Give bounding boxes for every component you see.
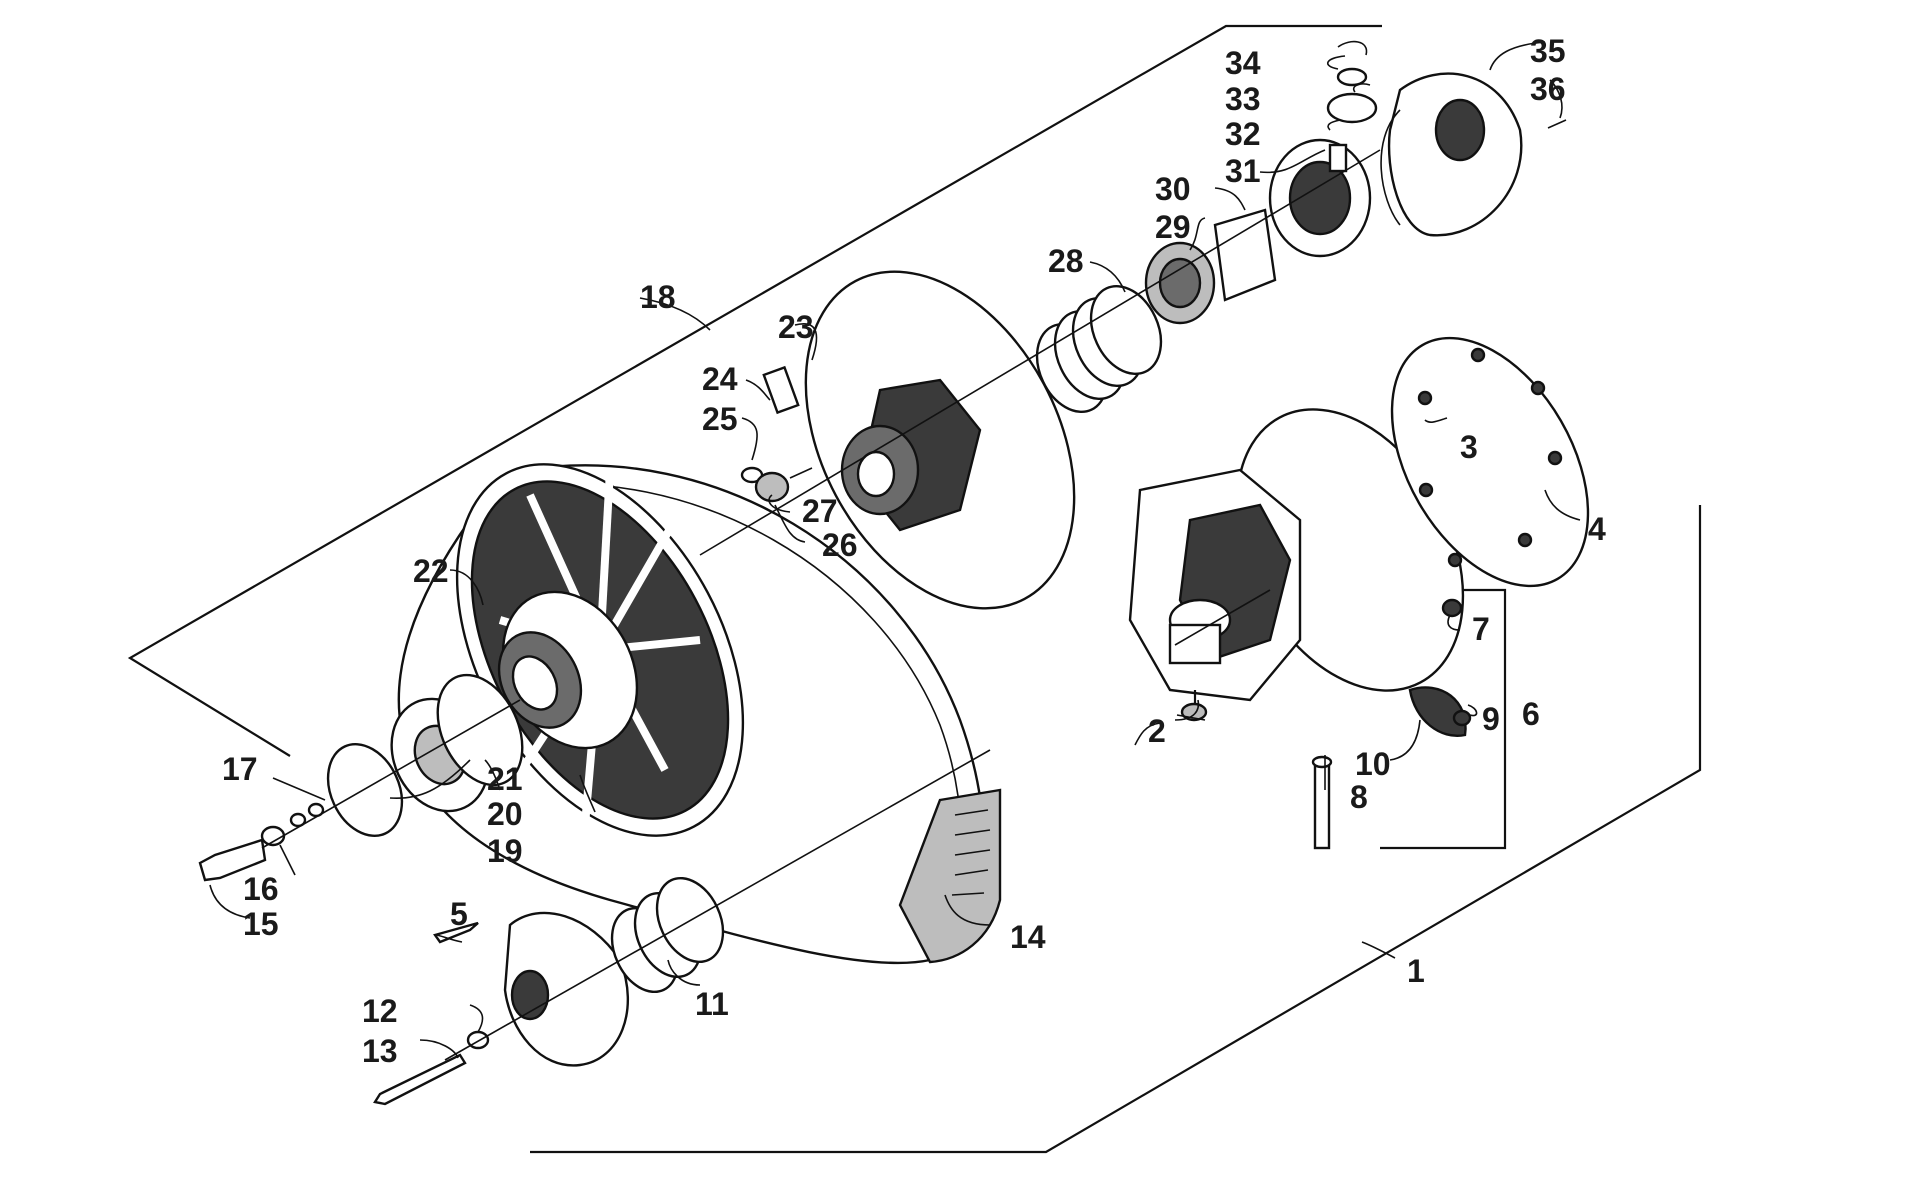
callout-10: 10 [1355,746,1391,782]
callout-36: 36 [1530,71,1566,107]
axis-lines [261,149,1381,1061]
callout-21: 21 [487,761,523,797]
callout-8: 8 [1350,779,1368,815]
callout-18: 18 [640,279,676,315]
callout-3: 3 [1460,429,1478,465]
callout-31: 31 [1225,153,1261,189]
cam-bearing [1144,40,1378,325]
group-brackets [127,24,1702,1154]
callout-labels: 1 2 3 4 5 6 7 8 9 10 11 12 13 14 15 16 1… [222,33,1606,1069]
callout-20: 20 [487,796,523,832]
callout-9: 9 [1482,701,1500,737]
callout-leaders [209,41,1581,1059]
driven-movable-sheave [804,270,1076,610]
callout-4: 4 [1588,511,1606,547]
callout-13: 13 [362,1033,398,1069]
clutch-cover-gasket [1390,336,1590,588]
callout-27: 27 [802,493,838,529]
torque-spring [1035,284,1163,414]
callout-19: 19 [487,833,523,869]
callout-16: 16 [243,871,279,907]
callout-14: 14 [1010,919,1046,955]
callout-5: 5 [450,896,468,932]
callout-2: 2 [1148,713,1166,749]
callout-30: 30 [1155,171,1191,207]
shoe-parts [1408,598,1472,737]
callout-6: 6 [1522,696,1540,732]
callout-24: 24 [702,361,738,397]
callout-15: 15 [243,906,279,942]
callout-22: 22 [413,553,449,589]
driven-cover [1380,72,1567,237]
callout-26: 26 [822,527,858,563]
callout-12: 12 [362,993,398,1029]
callout-25: 25 [702,401,738,437]
callout-33: 33 [1225,81,1261,117]
lower-hardware [373,876,725,1106]
callout-32: 32 [1225,116,1261,152]
callout-29: 29 [1155,209,1191,245]
callout-11: 11 [695,986,729,1022]
callout-1: 1 [1407,953,1425,989]
callout-17: 17 [222,751,258,787]
upper-small-parts [740,365,813,503]
callout-23: 23 [778,309,814,345]
callout-7: 7 [1472,611,1490,647]
callout-34: 34 [1225,45,1261,81]
left-hardware [198,673,524,882]
callout-35: 35 [1530,33,1566,69]
callout-28: 28 [1048,243,1084,279]
